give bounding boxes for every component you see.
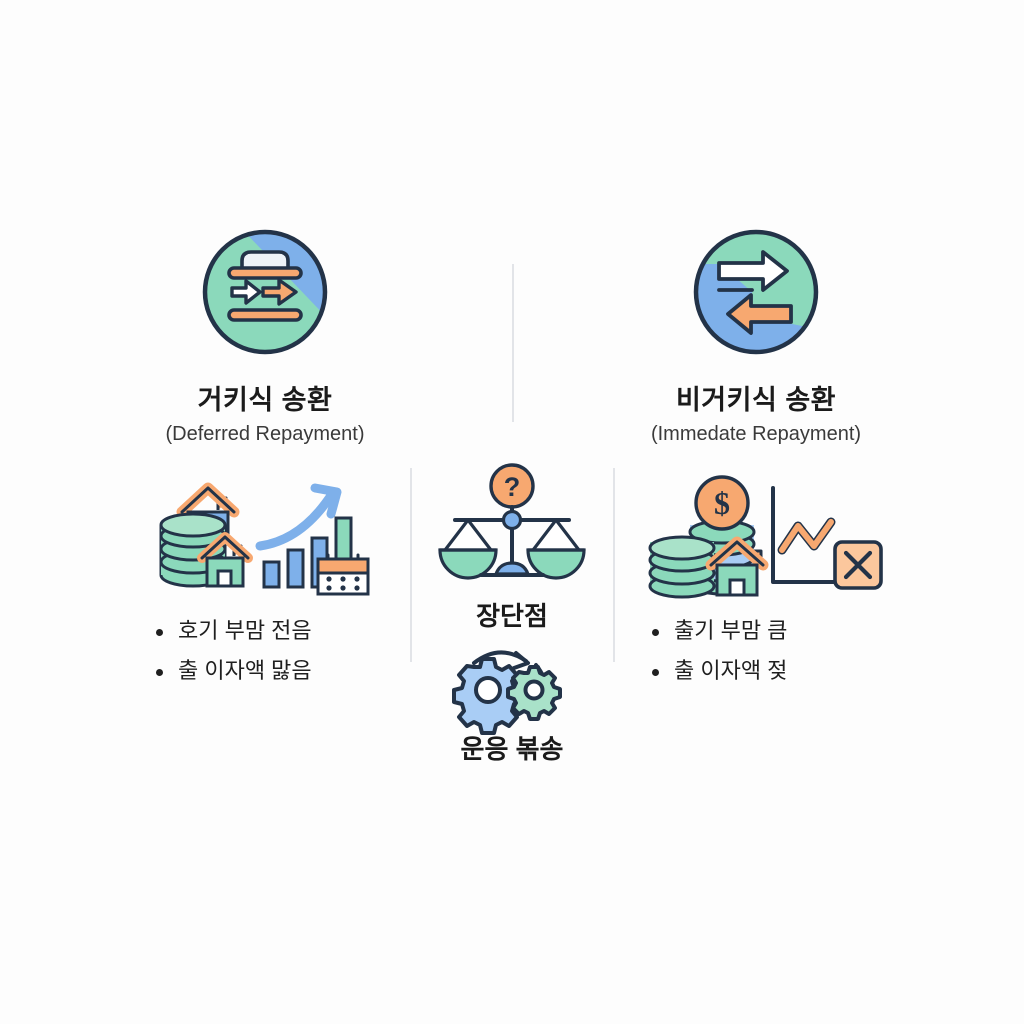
right-title-english: (Immedate Repayment) xyxy=(650,422,862,445)
svg-text:$: $ xyxy=(714,485,730,521)
center-column: ? 장단점 xyxy=(412,462,612,763)
left-header-column: 거키식 송환 (Deferred Repayment) xyxy=(105,226,425,445)
list-item: 호기 부맘 전음 xyxy=(152,620,392,642)
right-bullet-list: 출기 부맘 큼 출 이자액 젖 xyxy=(648,620,898,682)
gears-cycle-icon xyxy=(412,643,612,735)
divider-top-center xyxy=(512,264,514,422)
center-label-top: 장단점 xyxy=(476,601,548,631)
left-title-korean: 거키식 송환 xyxy=(197,385,333,415)
list-item: 출 이자액 맗음 xyxy=(152,660,392,682)
list-item: 출기 부맘 큼 xyxy=(648,620,898,642)
right-title-korean: 비거키식 송환 xyxy=(675,385,837,415)
coins-dollar-house-declining-chart-x-illustration: $ xyxy=(648,470,898,599)
divider-mid-left xyxy=(410,468,412,662)
coins-houses-growth-chart-calendar-illustration xyxy=(152,470,392,598)
divider-mid-right xyxy=(613,468,615,662)
svg-text:?: ? xyxy=(504,472,521,502)
left-bullet-list: 호기 부맘 전음 출 이자액 맗음 xyxy=(152,620,392,682)
right-panel: $ xyxy=(648,470,898,700)
left-panel: 호기 부맘 전음 출 이자액 맗음 xyxy=(152,470,392,700)
list-item: 출 이자액 젖 xyxy=(648,660,898,682)
right-header-column: 비거키식 송환 (Immedate Repayment) xyxy=(596,226,916,445)
deferred-repayment-circle-icon xyxy=(199,226,331,358)
balance-scale-question-icon: ? xyxy=(412,462,612,590)
left-title-english: (Deferred Repayment) xyxy=(165,422,365,445)
center-label-bottom: 운응 볶송 xyxy=(460,733,564,764)
immediate-repayment-circle-icon xyxy=(690,226,822,358)
